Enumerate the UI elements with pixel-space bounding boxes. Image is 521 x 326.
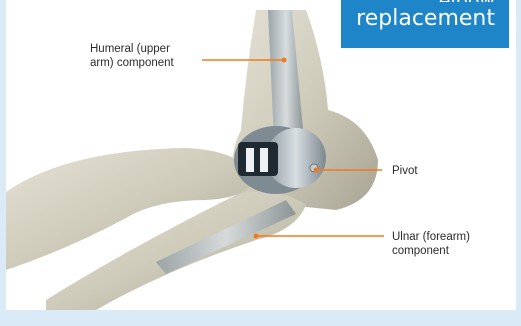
title-line-1: elbow <box>341 0 495 2</box>
title-line-2: replacement <box>341 6 495 32</box>
hinge-slot <box>238 142 278 176</box>
pivot-label: Pivot <box>392 164 418 178</box>
ulnar-component-label: Ulnar (forearm) component <box>392 230 470 258</box>
humeral-component-label: Humeral (upper arm) component <box>90 42 174 70</box>
title-tag: elbow replacement <box>341 0 509 48</box>
